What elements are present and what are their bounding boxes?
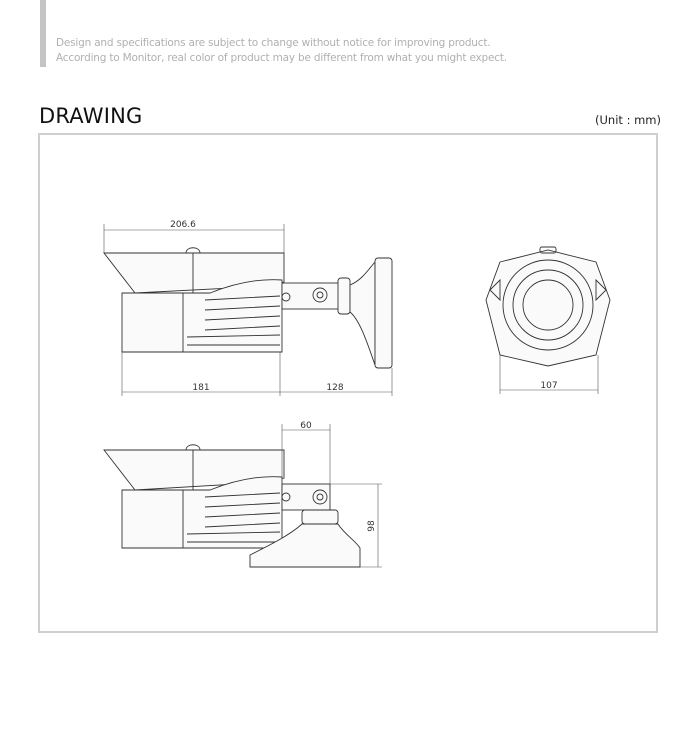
- notice-line-1: Design and specifications are subject to…: [56, 37, 491, 49]
- side-view-wall-mount: 206.6 181 128: [103, 220, 393, 396]
- hood-screw: [185, 247, 201, 254]
- notice-text: Design and specifications are subject to…: [56, 36, 507, 66]
- notice-line-2: According to Monitor, real color of prod…: [56, 52, 507, 64]
- dim-ceiling-offset: 60: [300, 421, 312, 431]
- front-view: 107: [485, 246, 611, 394]
- unit-label: (Unit : mm): [595, 113, 661, 127]
- notice-accent-bar: [40, 0, 46, 67]
- drawing-frame: [38, 133, 658, 633]
- bracket-neck: [349, 260, 376, 366]
- dim-bracket-length: 128: [326, 383, 343, 393]
- dim-front-width: 107: [540, 381, 557, 391]
- bracket-arm: [281, 282, 343, 310]
- dim-total-length: 206.6: [170, 220, 196, 230]
- section-title: DRAWING: [39, 104, 143, 128]
- side-view-ceiling-mount: 60 98: [103, 421, 382, 568]
- wall-base-plate: [374, 257, 393, 369]
- dim-body-length: 181: [192, 383, 209, 393]
- dim-ceiling-height: 98: [367, 520, 377, 532]
